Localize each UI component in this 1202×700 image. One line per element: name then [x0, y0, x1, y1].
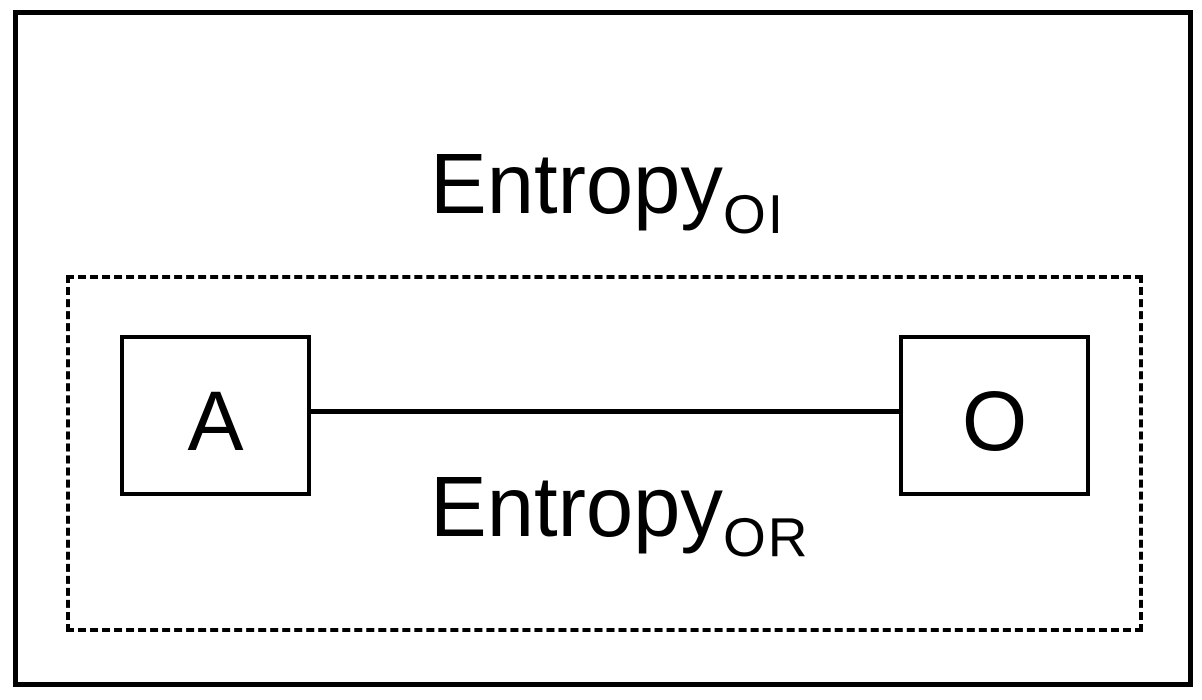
entropy-or-label: EntropyOR — [430, 465, 809, 565]
entropy-oi-label: EntropyOI — [430, 142, 785, 242]
node-a-box: A — [120, 335, 311, 496]
entropy-oi-text: Entropy — [430, 137, 723, 232]
node-o-box: O — [899, 335, 1090, 496]
entropy-oi-subscript: OI — [722, 183, 785, 245]
node-a-label: A — [187, 373, 244, 468]
entropy-or-text: Entropy — [430, 460, 723, 555]
dashed-boundary-region — [66, 275, 1143, 632]
node-o-label: O — [961, 373, 1028, 468]
a-to-o-connector-line — [308, 409, 901, 414]
entropy-or-subscript: OR — [722, 506, 810, 568]
